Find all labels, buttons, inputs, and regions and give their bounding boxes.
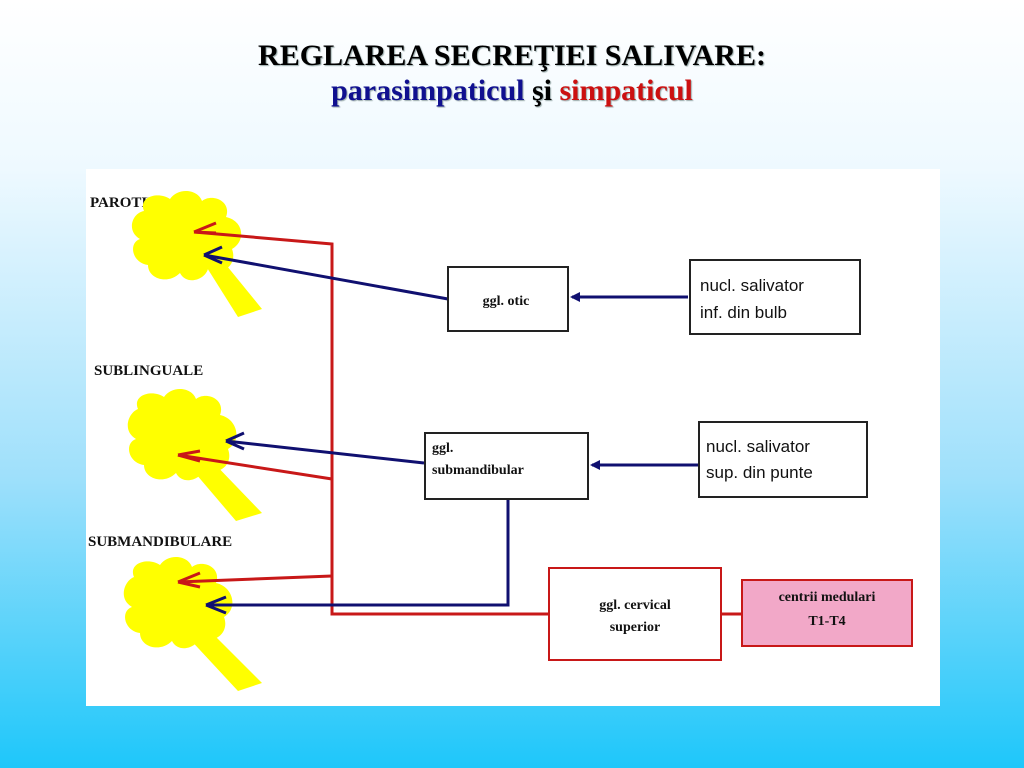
label-sublinguale: SUBLINGUALE xyxy=(94,363,203,379)
box-nucl-sup-line1: nucl. salivator xyxy=(706,437,810,456)
slide-title: REGLAREA SECREŢIEI SALIVARE: parasimpati… xyxy=(0,38,1024,108)
box-ggl-otic: ggl. otic xyxy=(447,266,569,332)
sympathetic-pathways xyxy=(177,221,549,616)
parasympathetic-line-submandibular xyxy=(206,499,510,607)
box-ggl-otic-label: ggl. otic xyxy=(483,294,530,309)
box-submandibular-line2: submandibular xyxy=(432,463,524,478)
box-centrii-line2: T1-T4 xyxy=(808,614,845,629)
box-nucl-sup-line2: sup. din punte xyxy=(706,463,813,482)
box-ggl-submandibular: ggl. submandibular xyxy=(424,432,589,500)
sympathetic-fork-sublingual xyxy=(177,449,201,463)
sympathetic-fork-submandibular xyxy=(177,571,201,589)
box-nucl-inf-line1: nucl. salivator xyxy=(700,276,804,295)
label-submandibulare: SUBMANDIBULARE xyxy=(88,534,232,550)
box-ggl-cervical-superior: ggl. cervical superior xyxy=(548,567,722,661)
box-submandibular-line1: ggl. xyxy=(432,441,453,456)
sympathetic-branch-sublingual xyxy=(177,453,333,481)
box-cervical-line1: ggl. cervical xyxy=(599,598,671,613)
parasympathetic-pathways xyxy=(203,245,698,615)
box-nucl-salivator-inf: nucl. salivator inf. din bulb xyxy=(689,259,861,335)
title-line-2: parasimpaticul şi simpaticul xyxy=(0,74,1024,108)
parasympathetic-fork-sublingual xyxy=(225,431,245,451)
parasympathetic-fork-parotid xyxy=(203,245,223,265)
box-centrii-medulari: centrii medulari T1-T4 xyxy=(741,579,913,647)
title-conjunction: şi xyxy=(531,74,552,107)
parotid-gland-icon xyxy=(131,190,262,317)
sympathetic-branch-submandibular xyxy=(177,574,333,584)
box-nucl-salivator-sup: nucl. salivator sup. din punte xyxy=(698,421,868,498)
title-sympathetic: simpaticul xyxy=(559,74,693,107)
diagram-svg: PAROTIDE SUBLINGUALE SUBMANDIBULARE xyxy=(88,190,913,691)
parasympathetic-fork-submandibular xyxy=(205,595,227,615)
title-parasympathetic: parasimpaticul xyxy=(331,74,525,107)
box-centrii-line1: centrii medulari xyxy=(779,590,876,605)
parasympathetic-line-sublingual xyxy=(225,439,425,465)
title-line-1: REGLAREA SECREŢIEI SALIVARE: xyxy=(258,39,766,72)
parasympathetic-line-parotid xyxy=(203,253,449,301)
box-cervical-line2: superior xyxy=(610,620,661,635)
sympathetic-trunk-line xyxy=(193,230,549,616)
sympathetic-fork-parotid xyxy=(193,221,217,235)
diagram-panel: PAROTIDE SUBLINGUALE SUBMANDIBULARE xyxy=(86,169,940,706)
sublingual-gland-icon xyxy=(127,388,262,521)
box-nucl-inf-line2: inf. din bulb xyxy=(700,303,787,322)
